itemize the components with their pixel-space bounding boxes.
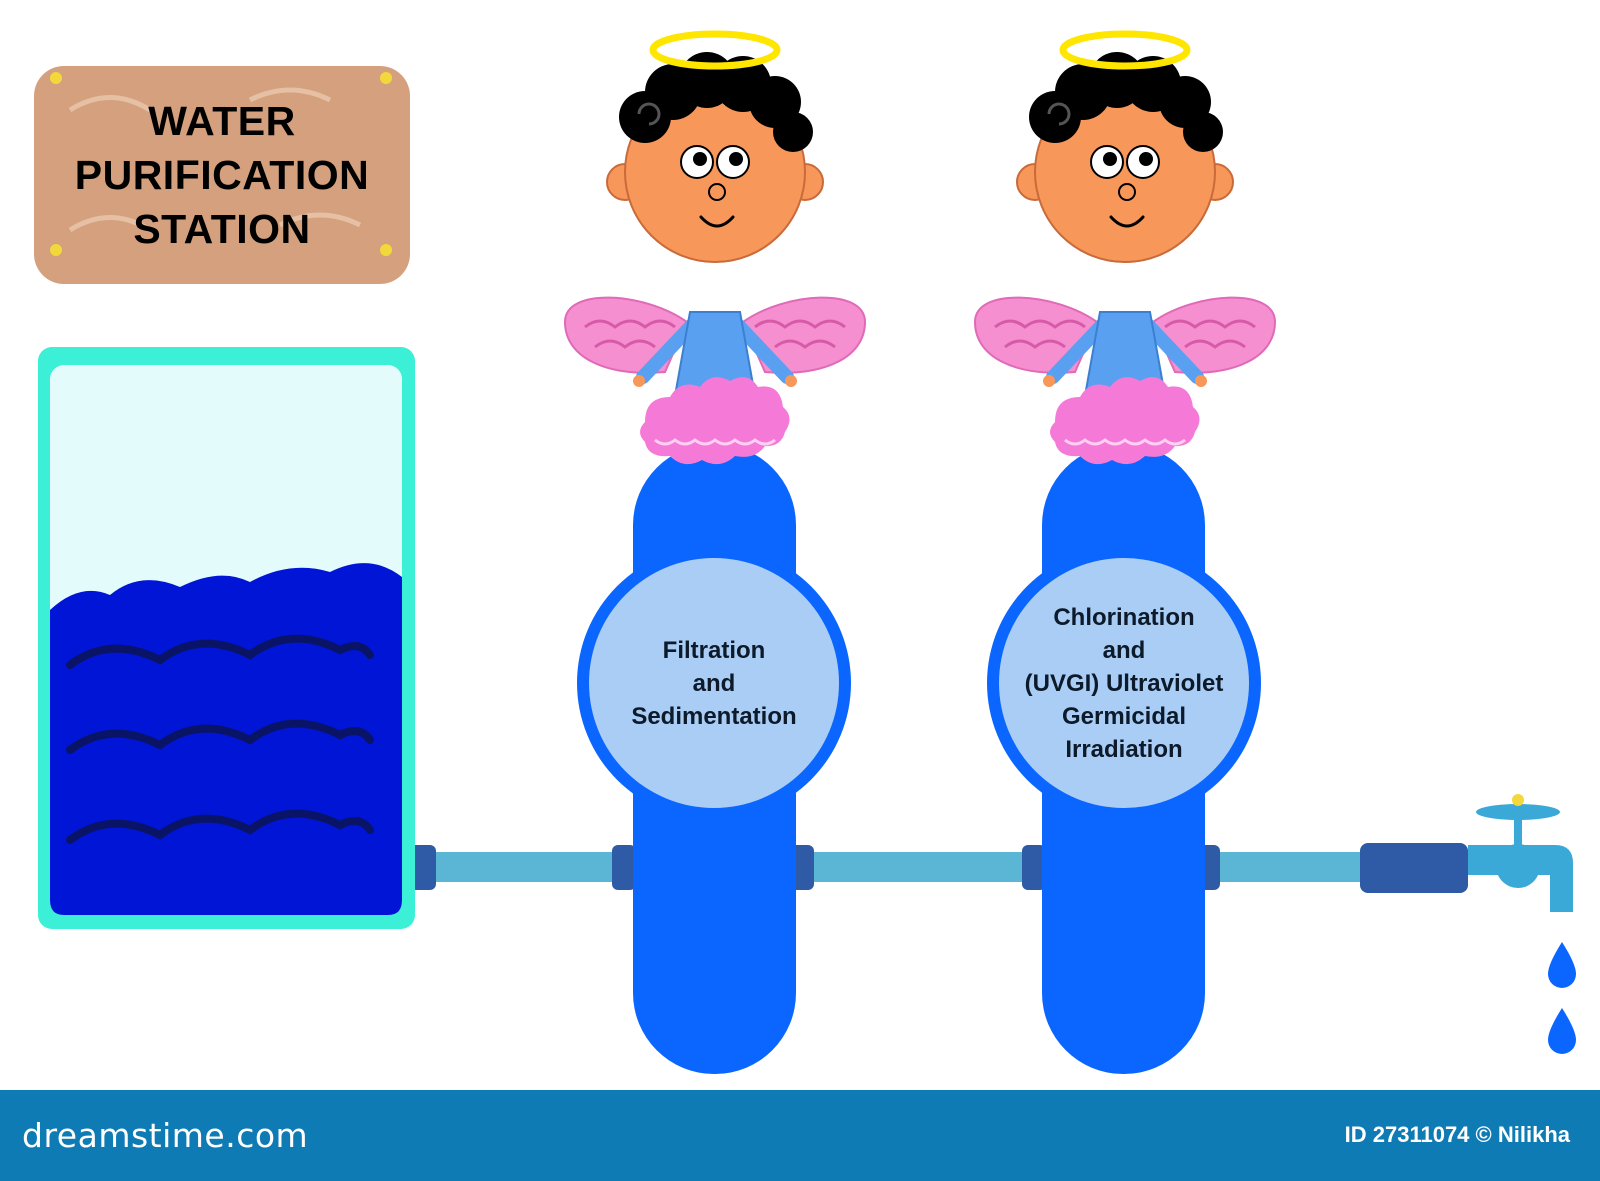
angel-figure xyxy=(975,34,1275,464)
sign-bolt-icon xyxy=(380,244,392,256)
chlorination-unit xyxy=(987,444,1261,1074)
filtration-unit xyxy=(577,444,851,1074)
water-drop-icon xyxy=(1548,1008,1576,1054)
pipe-coupler xyxy=(1360,843,1468,893)
water-tank xyxy=(38,347,415,929)
sign-line: STATION xyxy=(133,206,311,252)
footer-bar: dreamstime.com ID 27311074 © Nilikha xyxy=(0,1090,1600,1181)
stage-line: (UVGI) Ultraviolet xyxy=(1024,669,1224,697)
water-drop-icon xyxy=(1548,942,1576,988)
footer-credit: ID 27311074 © Nilikha xyxy=(1344,1122,1570,1147)
sign-line: PURIFICATION xyxy=(74,152,370,198)
sign-title: WATER PURIFICATION STATION xyxy=(34,66,410,284)
stage-line: Sedimentation xyxy=(631,702,797,730)
purification-scene xyxy=(34,0,1576,1074)
filtration-label: Filtration and Sedimentation xyxy=(604,583,824,783)
sign-bolt-icon xyxy=(50,72,62,84)
stage-line: and xyxy=(692,669,736,697)
stage-line: Chlorination xyxy=(1053,603,1195,631)
stage-line: and xyxy=(1102,636,1146,664)
stage-line: Germicidal xyxy=(1061,702,1187,730)
main-pipe xyxy=(400,843,1468,893)
stage-line: Irradiation xyxy=(1065,735,1183,763)
sign-bolt-icon xyxy=(380,72,392,84)
faucet-icon xyxy=(1468,794,1573,912)
stage-line: Filtration xyxy=(662,636,766,664)
sign-bolt-icon xyxy=(50,244,62,256)
angel-figure xyxy=(565,34,865,464)
sign-line: WATER xyxy=(148,98,296,144)
chlorination-label: Chlorination and (UVGI) Ultraviolet Germ… xyxy=(1004,583,1244,783)
station-sign xyxy=(34,66,410,284)
footer-brand: dreamstime.com xyxy=(22,1116,309,1155)
